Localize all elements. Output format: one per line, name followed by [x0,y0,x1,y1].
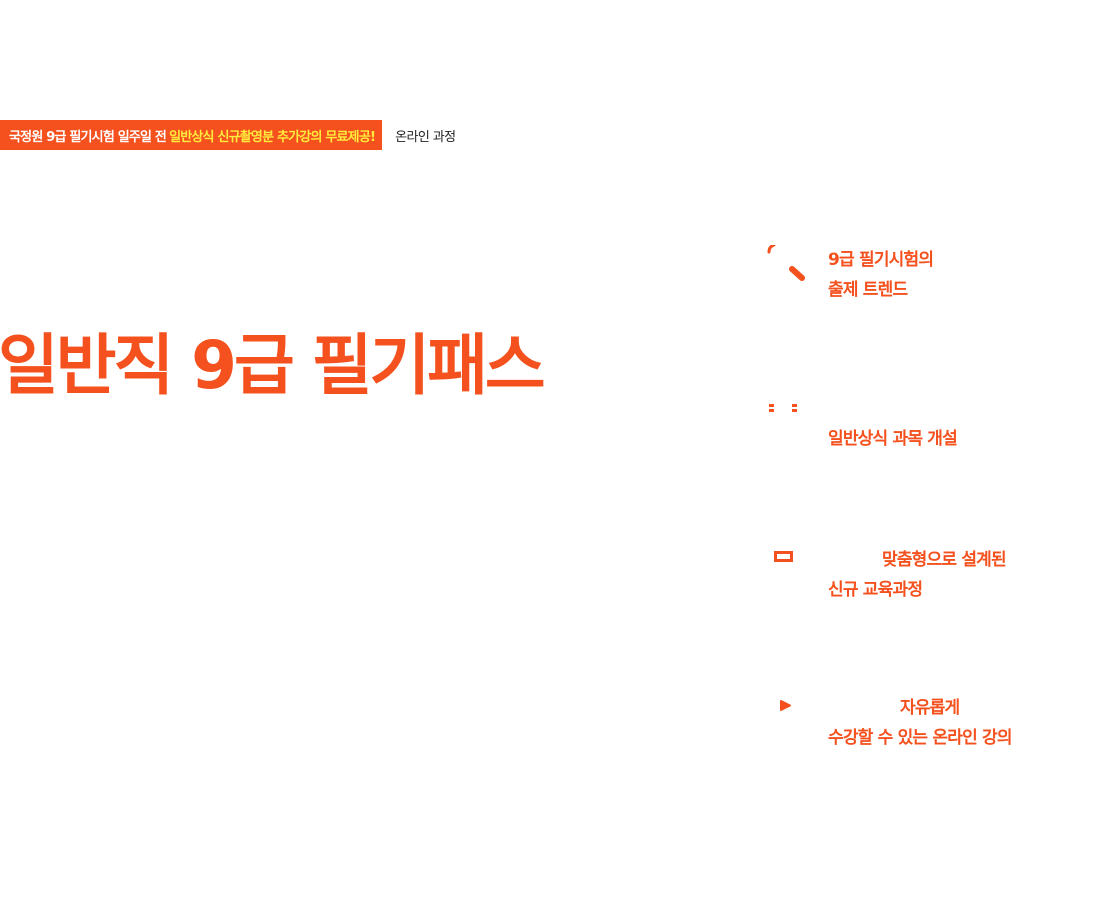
feature-line: 출제 트렌드 [828,280,908,300]
pen-icon [762,243,810,289]
feature-line: 수강할 수 있는 온라인 강의 [828,728,1013,748]
feature-line: 일반상식 과목 개설 [828,429,958,449]
promo-banner: 국정원 9급 필기시험 일주일 전 일반상식 신규촬영분 추가강의 무료제공! … [0,120,456,150]
feature-text: 자유롭게 수강할 수 있는 온라인 강의 [828,693,1013,753]
feature-text: 일반상식 과목 개설 [828,394,958,454]
page-title: 일반직 9급 필기패스 [0,327,546,404]
dots-icon [762,394,810,438]
promo-prefix: 국정원 9급 필기시험 일주일 전 [9,129,167,145]
feature-line: 맞춤형으로 설계된 [882,550,1007,570]
feature-line: 자유롭게 [900,698,960,718]
feature-text: 맞춤형으로 설계된 신규 교육과정 [828,545,1007,605]
feature-text: 9급 필기시험의 출제 트렌드 [828,245,934,305]
feature-line: 9급 필기시험의 [828,250,934,270]
course-type-label: 온라인 과정 [395,129,456,145]
promo-badge: 국정원 9급 필기시험 일주일 전 일반상식 신규촬영분 추가강의 무료제공! [0,120,383,150]
feature-line [828,394,957,424]
promo-highlight: 일반상식 신규촬영분 추가강의 무료제공! [169,129,376,145]
play-icon [762,693,810,737]
monitor-icon [762,545,810,589]
feature-line: 신규 교육과정 [828,580,923,600]
